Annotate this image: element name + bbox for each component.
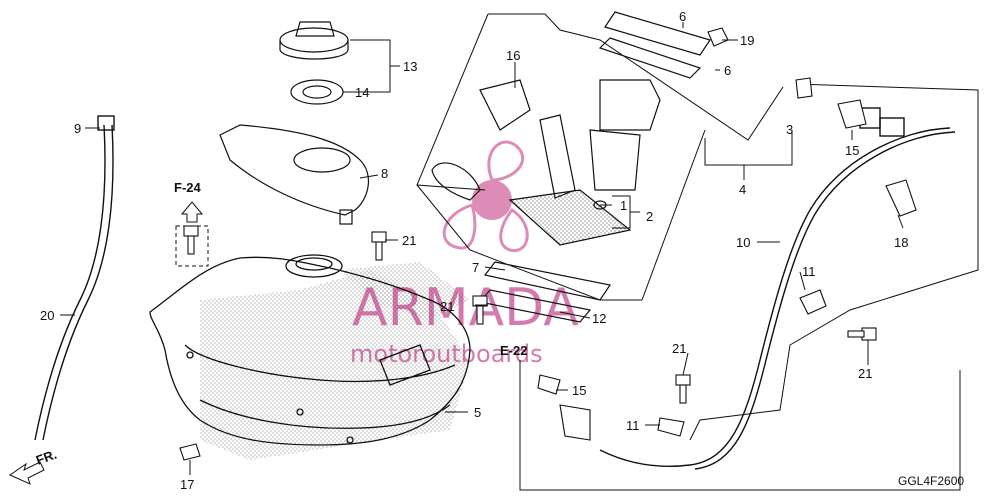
callout-18: 18 — [894, 235, 908, 250]
callout-labels: 1 2 3 4 5 6 6 7 8 9 10 11 11 12 13 14 15… — [40, 9, 908, 492]
cap-gasket — [290, 79, 344, 105]
callout-1: 1 — [620, 198, 627, 213]
ref-f24-label: F-24 — [174, 180, 202, 195]
ref-e22-label: E-22 — [500, 343, 527, 358]
vent-hose — [34, 115, 115, 441]
callout-12: 12 — [592, 311, 606, 326]
callout-7: 7 — [472, 260, 479, 275]
callout-19: 19 — [740, 33, 754, 48]
front-arrow: FR. — [8, 447, 59, 485]
part-code: GGL4F2600 — [898, 474, 964, 488]
callout-20: 20 — [40, 308, 54, 323]
callout-3: 3 — [786, 122, 793, 137]
callout-10: 10 — [736, 235, 750, 250]
wire-harness — [599, 107, 956, 470]
watermark: ARMADA motoroutboards — [350, 140, 579, 368]
callout-11b: 11 — [626, 418, 640, 433]
watermark-line2: motoroutboards — [350, 340, 543, 368]
callout-15a: 15 — [845, 143, 859, 158]
callout-21a: 21 — [402, 233, 416, 248]
callout-21d: 21 — [858, 366, 872, 381]
callout-5: 5 — [474, 405, 481, 420]
callout-14: 14 — [355, 85, 369, 100]
fuel-tank — [149, 254, 471, 446]
callout-6a: 6 — [679, 9, 686, 24]
fasteners — [179, 27, 917, 461]
callout-15b: 15 — [572, 383, 586, 398]
front-arrow-label: FR. — [34, 447, 59, 468]
callout-6b: 6 — [724, 63, 731, 78]
callout-17: 17 — [180, 477, 194, 492]
callout-11a: 11 — [802, 264, 816, 279]
callout-13: 13 — [403, 59, 417, 74]
watermark-line1: ARMADA — [352, 278, 579, 338]
ref-f24: F-24 — [174, 180, 209, 267]
callout-8: 8 — [381, 166, 388, 181]
shading — [200, 262, 470, 460]
callout-16: 16 — [506, 48, 520, 63]
callout-9: 9 — [74, 121, 81, 136]
leader-lines — [60, 22, 904, 475]
callout-4: 4 — [739, 182, 746, 197]
filler-cap — [279, 21, 349, 60]
callout-21b: 21 — [440, 299, 454, 314]
callout-2: 2 — [646, 209, 653, 224]
filler-tray — [219, 124, 370, 225]
callout-21c: 21 — [672, 341, 686, 356]
fuel-pump — [431, 79, 661, 201]
